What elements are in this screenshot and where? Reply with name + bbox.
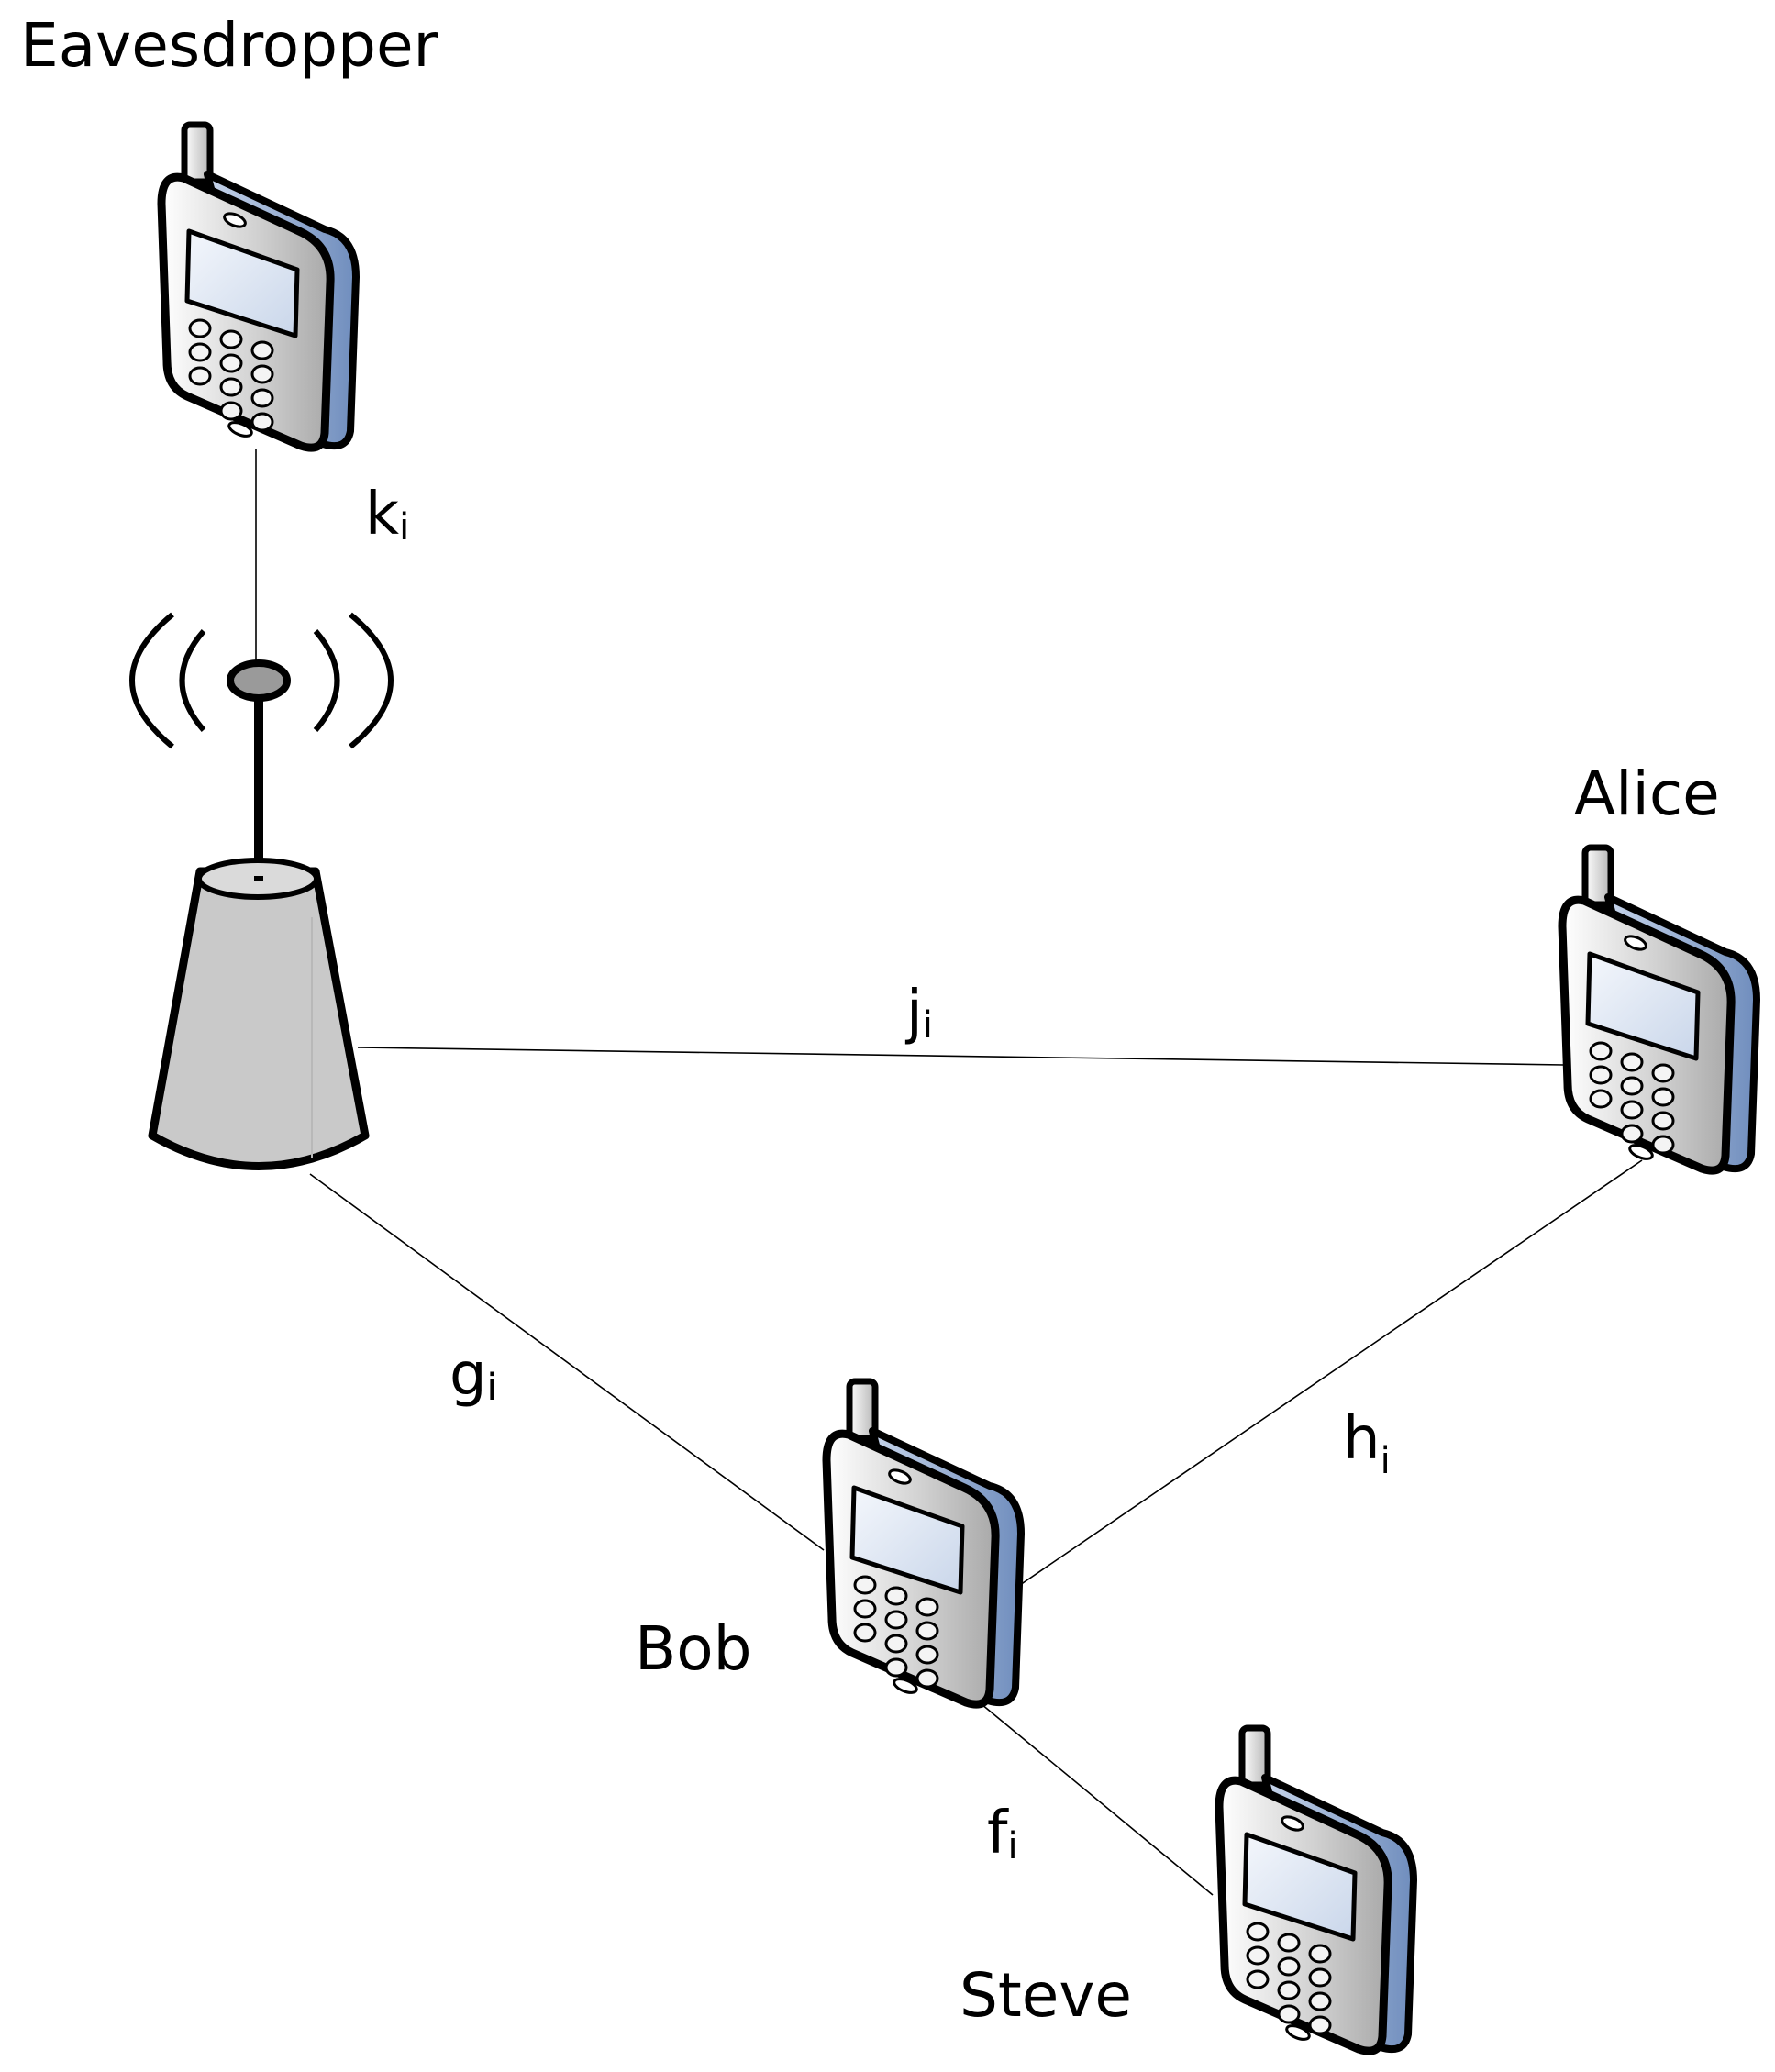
steve-phone-icon	[1219, 1728, 1414, 2051]
alice-label: Alice	[1574, 759, 1720, 829]
eavesdropper-label: Eavesdropper	[20, 10, 439, 81]
link-label-f-sub: i	[1008, 1825, 1018, 1867]
link-j-tower-alice	[357, 1047, 1565, 1066]
signal-waves-icon	[129, 612, 394, 749]
link-label-g: gi	[449, 1341, 497, 1409]
link-label-j-sub: i	[923, 1004, 933, 1047]
link-label-k-base: k	[365, 481, 399, 548]
link-label-k-sub: i	[399, 506, 409, 548]
link-g-tower-bob	[309, 1173, 825, 1551]
link-label-f: fi	[987, 1800, 1018, 1867]
base-station-tower-icon	[129, 612, 394, 1170]
eavesdropper-phone-icon	[161, 125, 356, 448]
link-label-g-base: g	[449, 1341, 487, 1409]
link-label-j: ji	[904, 979, 933, 1047]
link-h-alice-bob	[1019, 1159, 1643, 1586]
link-label-k: ki	[365, 481, 409, 548]
link-f-bob-steve	[981, 1703, 1214, 1896]
link-label-h-sub: i	[1381, 1440, 1391, 1482]
alice-phone-icon	[1562, 848, 1757, 1170]
bob-phone-icon	[826, 1381, 1021, 1704]
link-label-f-base: f	[987, 1800, 1009, 1867]
link-label-j-base: j	[904, 979, 923, 1047]
bob-label: Bob	[635, 1613, 752, 1684]
link-label-h-base: h	[1343, 1405, 1381, 1473]
link-label-h: hi	[1343, 1405, 1391, 1482]
steve-label: Steve	[960, 1960, 1132, 2031]
link-label-g-sub: i	[487, 1367, 497, 1409]
